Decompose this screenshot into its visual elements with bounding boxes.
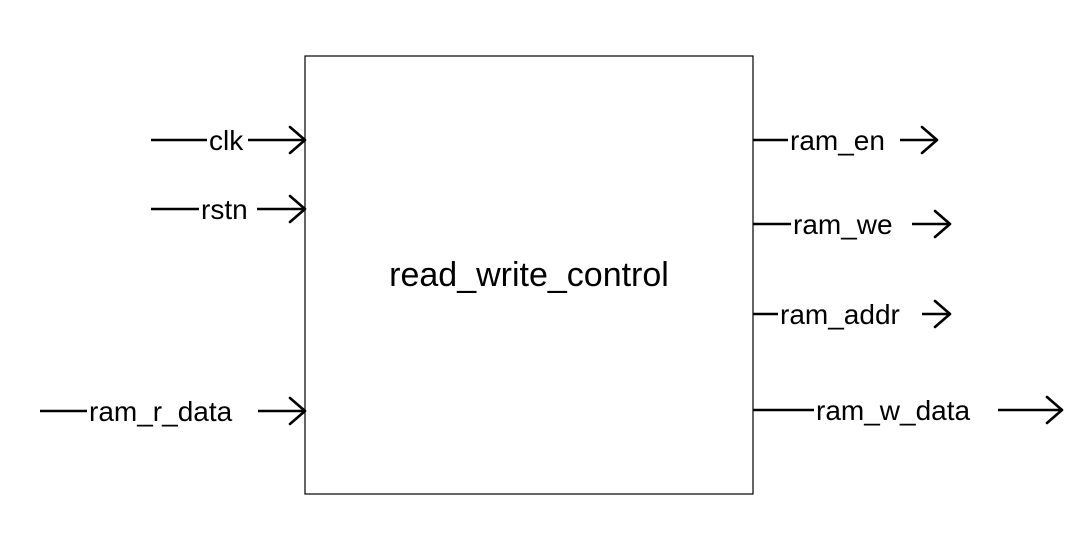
output-label-ram-w-data: ram_w_data <box>816 395 971 426</box>
output-port-ram-en: ram_en <box>753 125 939 156</box>
input-label-rstn: rstn <box>201 194 248 225</box>
input-arrowhead-ram-r-data <box>288 396 307 426</box>
module-name: read_write_control <box>389 256 669 294</box>
input-port-clk: clk <box>151 125 307 156</box>
input-arrowhead-clk <box>288 125 307 155</box>
input-arrowhead-rstn <box>288 194 307 224</box>
output-arrowhead-ram-en <box>920 125 939 155</box>
output-port-ram-w-data: ram_w_data <box>753 395 1064 426</box>
output-label-ram-we: ram_we <box>793 209 893 240</box>
output-arrowhead-ram-addr <box>933 299 952 329</box>
input-label-ram-r-data: ram_r_data <box>89 396 233 427</box>
output-label-ram-en: ram_en <box>790 125 885 156</box>
output-label-ram-addr: ram_addr <box>780 299 900 330</box>
input-port-rstn: rstn <box>151 194 307 225</box>
output-arrowhead-ram-w-data <box>1045 395 1064 425</box>
input-port-ram-r-data: ram_r_data <box>40 396 307 427</box>
input-label-clk: clk <box>209 125 244 156</box>
module-block <box>304 55 754 495</box>
output-arrowhead-ram-we <box>933 209 952 239</box>
output-port-ram-addr: ram_addr <box>753 299 952 330</box>
output-port-ram-we: ram_we <box>753 209 952 240</box>
